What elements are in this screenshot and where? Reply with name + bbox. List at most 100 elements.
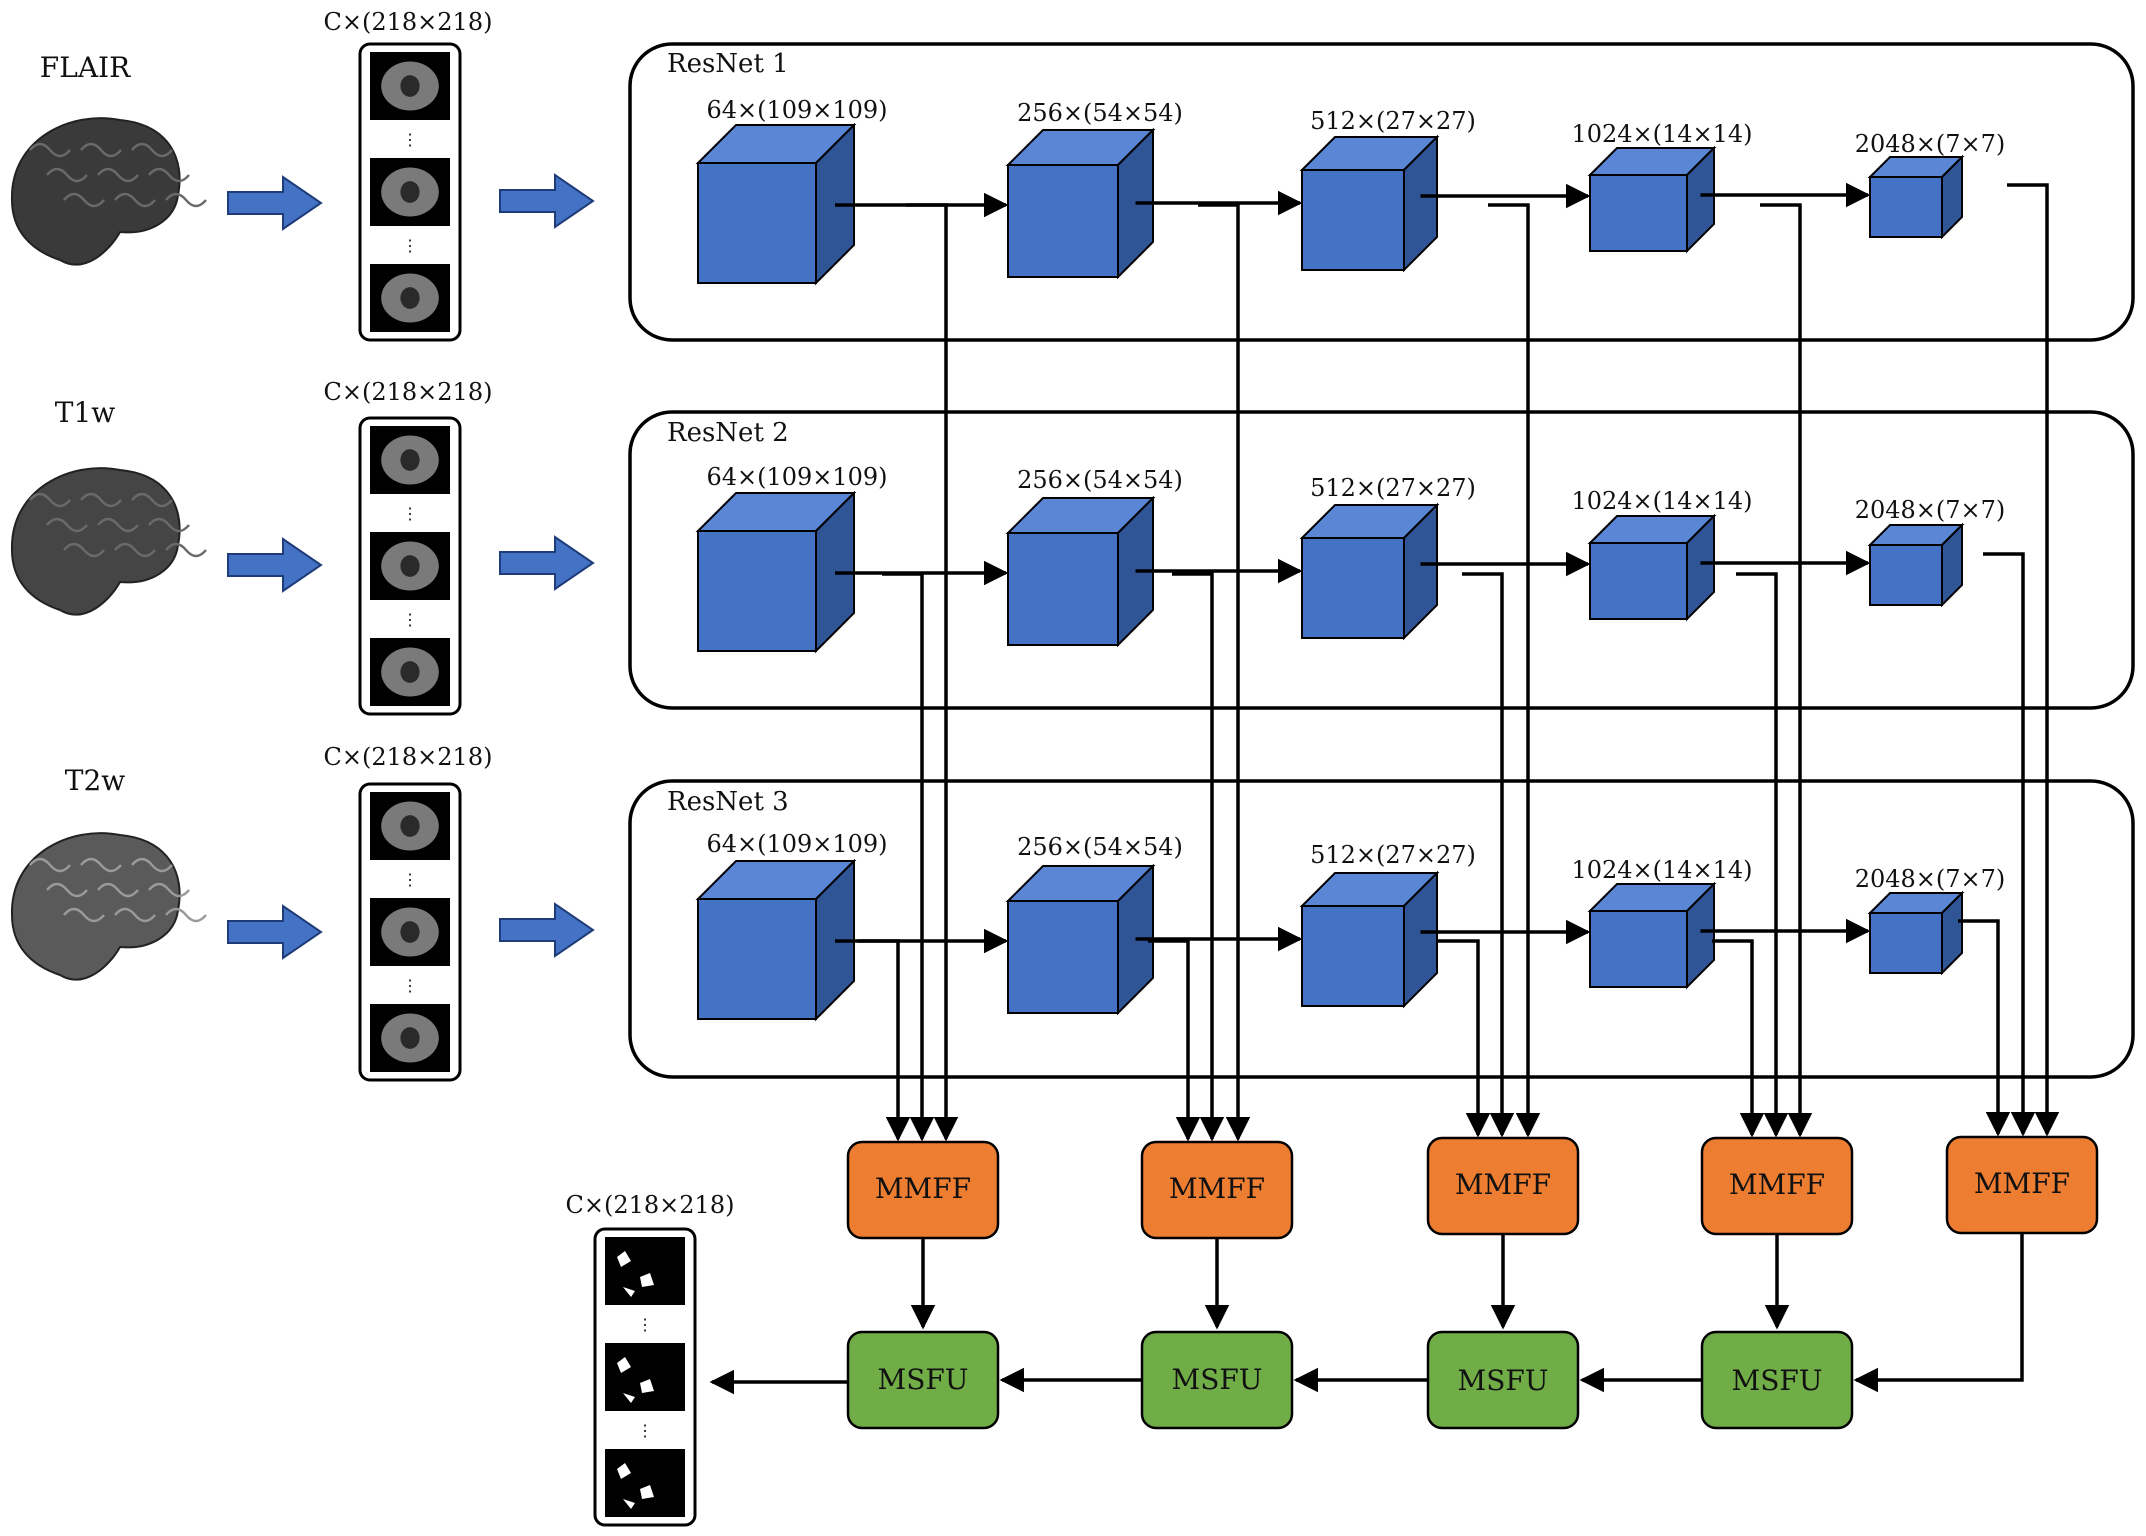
cube-front-face (1869, 176, 1943, 238)
brain-gyrus (29, 142, 71, 158)
feature-cube-r2-s4 (1587, 513, 1717, 622)
ellipsis-glyph: ⋮ (637, 1315, 653, 1334)
ellipsis-glyph: ⋮ (402, 976, 418, 995)
brain-slice-ventricle (400, 1027, 420, 1049)
msfu-box-1 (846, 1330, 1000, 1430)
brain-gyrus (29, 492, 71, 508)
stage-label-r3-s5: 2048×(7×7) (1855, 865, 2006, 893)
cube-front-face (1007, 164, 1119, 278)
brain-gyrus (46, 882, 88, 898)
brain-gyrus (165, 192, 207, 208)
input-slice-stack-flair: ⋮⋮ (358, 42, 462, 342)
msfu-label-1: MSFU (878, 1363, 969, 1396)
cube-front-face (1589, 910, 1688, 988)
mmff-label-1: MMFF (875, 1172, 971, 1205)
cube-front-face (1869, 912, 1943, 974)
stage-label-r1-s2: 256×(54×54) (1017, 99, 1183, 127)
brain-gyrus (131, 492, 173, 508)
feature-cube-r2-s2 (1005, 495, 1156, 648)
stage-label-r3-s2: 256×(54×54) (1017, 833, 1183, 861)
block-arrow-icon-brain-to-stack-1 (227, 175, 323, 231)
segmentation-mask-thumbnail-icon (605, 1449, 685, 1517)
feature-cube-r1-s1 (695, 122, 857, 286)
block-arrow-icon-stack-to-resnet-3 (499, 902, 595, 958)
fusion-drop-s3-r1 (1488, 203, 1541, 1138)
stage-label-r3-s1: 64×(109×109) (706, 830, 887, 858)
fusion-drop-s1-r3 (858, 939, 911, 1142)
msfu-label-4: MSFU (1732, 1364, 1823, 1397)
mmff5-to-msfu4-arrow (1853, 1233, 2024, 1393)
feature-cube-r3-s4 (1587, 881, 1717, 990)
brain-slice-ventricle (400, 815, 420, 837)
output-stack-label: C×(218×218) (566, 1191, 735, 1219)
brain-gyrus (63, 907, 105, 923)
feature-cube-r3-s5 (1867, 890, 1965, 976)
brain-3d-render-icon (10, 832, 207, 981)
brain-shape (10, 117, 181, 266)
feature-cube-r1-s4 (1587, 145, 1717, 254)
brain-gyrus (29, 857, 71, 873)
brain-gyrus (46, 167, 88, 183)
brain-gyrus (165, 542, 207, 558)
lesion-blob (617, 1251, 654, 1297)
brain-gyrus (114, 907, 156, 923)
fusion-drop-s2-r3 (1148, 939, 1201, 1142)
cube-front-face (1589, 542, 1688, 620)
msfu-label-2: MSFU (1172, 1363, 1263, 1396)
fusion-drop-s5-r3 (1958, 919, 2011, 1137)
brain-gyrus (80, 142, 122, 158)
segmentation-mask-thumbnail-icon (605, 1343, 685, 1411)
brain-gyrus (46, 517, 88, 533)
modality-label-flair: FLAIR (40, 51, 131, 84)
stage-label-r1-s4: 1024×(14×14) (1571, 120, 1752, 148)
stage-label-r3-s4: 1024×(14×14) (1571, 856, 1752, 884)
brain-3d-render-icon (10, 117, 207, 266)
stage-label-r2-s2: 256×(54×54) (1017, 466, 1183, 494)
resnet-container-2 (628, 410, 2135, 710)
brain-gyrus (148, 517, 190, 533)
brain-gyrus (131, 857, 173, 873)
input-slice-stack-t2w: ⋮⋮ (358, 782, 462, 1082)
ellipsis-glyph: ⋮ (637, 1421, 653, 1440)
feature-cube-r2-s5 (1867, 522, 1965, 608)
resnet-container-1 (628, 42, 2135, 342)
brain-3d-render-icon (10, 467, 207, 616)
fusion-drop-s3-r2 (1462, 572, 1515, 1138)
msfu-label-3: MSFU (1458, 1364, 1549, 1397)
brain-slice-ventricle (400, 287, 420, 309)
geometry-layer: ⋮⋮⋮⋮⋮⋮⋮⋮ (10, 42, 2135, 1527)
feature-cube-r3-s3 (1299, 870, 1440, 1009)
brain-gyrus (148, 882, 190, 898)
fusion-drop-s4-r2 (1736, 572, 1789, 1138)
resnet-title-2: ResNet 2 (667, 418, 789, 448)
stage-label-r1-s3: 512×(27×27) (1310, 107, 1476, 135)
brain-gyrus (165, 907, 207, 923)
ellipsis-glyph: ⋮ (402, 236, 418, 255)
input-slice-stack-t1w: ⋮⋮ (358, 416, 462, 716)
brain-gyrus (80, 492, 122, 508)
fusion-drop-s2-r1 (1198, 203, 1251, 1142)
brain-shape (10, 467, 181, 616)
brain-slice-ventricle (400, 181, 420, 203)
ellipsis-glyph: ⋮ (402, 610, 418, 629)
fusion-drop-s5-r1 (2007, 183, 2060, 1137)
stage-label-r1-s1: 64×(109×109) (706, 96, 887, 124)
fusion-drop-s3-r3 (1438, 939, 1491, 1138)
brain-gyrus (131, 142, 173, 158)
ellipsis-glyph: ⋮ (402, 130, 418, 149)
cube-front-face (1301, 537, 1405, 639)
brain-gyrus (97, 167, 139, 183)
brain-slice-ventricle (400, 555, 420, 577)
resnet-container-3 (628, 779, 2135, 1079)
fusion-drop-s5-r2 (1983, 552, 2036, 1137)
brain-gyrus (97, 517, 139, 533)
cube-front-face (697, 898, 817, 1020)
feature-cube-r2-s1 (695, 490, 857, 654)
stage-label-r2-s3: 512×(27×27) (1310, 474, 1476, 502)
feature-cube-r1-s2 (1005, 127, 1156, 280)
brain-gyrus (114, 542, 156, 558)
brain-gyrus (97, 882, 139, 898)
fusion-drop-s2-r2 (1172, 572, 1225, 1142)
fusion-drop-s4-r3 (1712, 939, 1765, 1138)
